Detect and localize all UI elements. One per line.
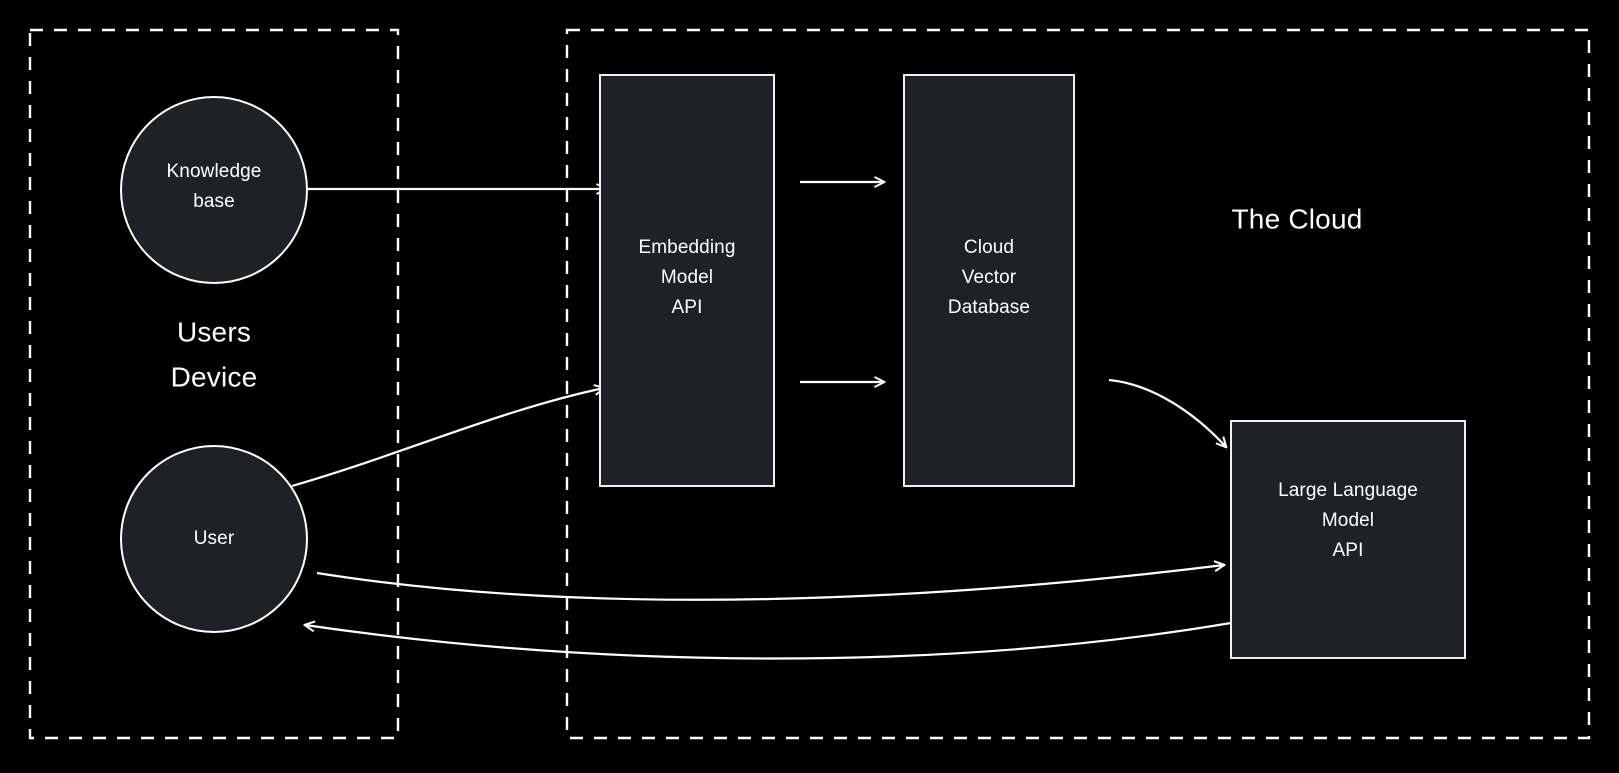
zone-the-cloud: The Cloud [565,28,1591,740]
embedding-model-api-label-line1: Embedding [638,237,735,258]
node-user[interactable]: User [120,445,308,633]
the-cloud-label: The Cloud [1232,203,1363,234]
edge-llm-to-user [305,623,1232,660]
knowledge-base-circle[interactable] [120,96,308,284]
knowledge-base-label-line1: Knowledge [167,161,262,182]
users-device-label: Users [177,316,251,347]
cloud-vector-database-label-line3: Database [948,297,1030,318]
users-device-label-line2: Device [171,361,258,392]
user-circle[interactable] [120,445,308,633]
edge-user-to-llm [316,565,1224,601]
zone-users-device: Users Device [28,28,400,740]
cloud-vector-database-label-line2: Vector [962,267,1017,288]
users-device-boundary [28,28,400,740]
user-label: User [194,528,235,549]
large-language-model-api-label-line3: API [1333,540,1364,561]
large-language-model-api-label-line2: Model [1322,510,1374,531]
cloud-vector-database-label-line1: Cloud [964,237,1014,258]
node-large-language-model-api[interactable]: Large Language Model API [1230,420,1466,659]
embedding-model-api-label-line2: Model [661,267,713,288]
the-cloud-boundary [565,28,1591,740]
knowledge-base-label-line2: base [193,191,235,212]
edge-vectordb-to-llm [1108,378,1226,447]
edge-user-to-embedding [291,388,604,488]
node-cloud-vector-database[interactable]: Cloud Vector Database [903,74,1075,487]
node-knowledge-base[interactable]: Knowledge base [120,96,308,284]
node-embedding-model-api[interactable]: Embedding Model API [599,74,775,487]
large-language-model-api-box[interactable] [1230,420,1466,659]
embedding-model-api-box[interactable] [599,74,775,487]
cloud-vector-database-box[interactable] [903,74,1075,487]
embedding-model-api-label-line3: API [672,297,703,318]
large-language-model-api-label-line1: Large Language [1278,480,1418,501]
